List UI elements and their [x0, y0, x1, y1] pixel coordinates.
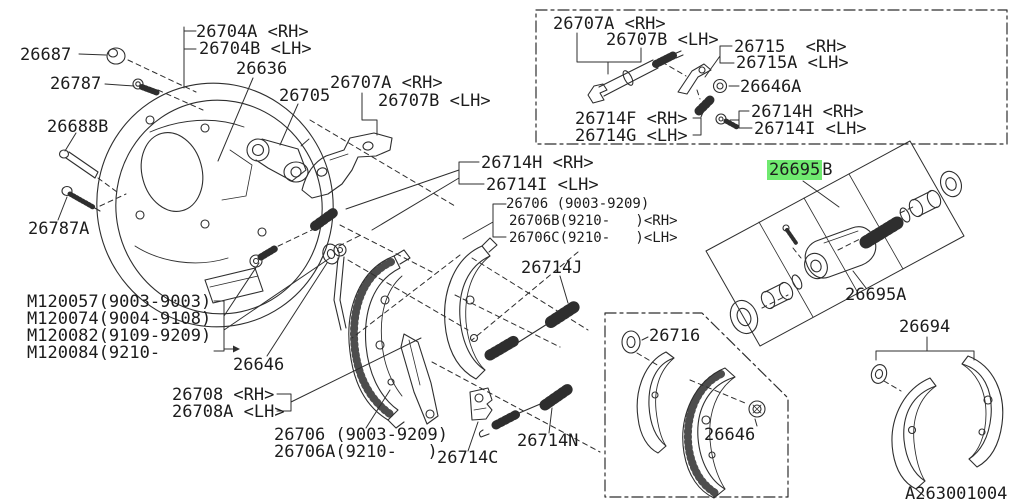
part-label-p26694: 26694 [899, 317, 951, 337]
grommet-26694 [870, 364, 888, 384]
parking-lever-26708 [400, 333, 439, 425]
return-springs [478, 301, 580, 438]
part-label-p26695A: 26695A [845, 285, 907, 305]
part-label-p26706B: 26706B(9210- )<RH> [509, 213, 678, 229]
brake-shoe-b [444, 237, 498, 380]
part-label-b26646A: 26646A [740, 77, 802, 97]
part-label-b26714G: 26714G <LH> [575, 126, 688, 146]
part-label-p26714I: 26714I <LH> [486, 175, 599, 195]
brake-shoe-a [348, 249, 411, 429]
part-label-p26714J: 26714J [521, 258, 583, 278]
part-label-p26714H: 26714H <RH> [481, 153, 594, 173]
strut-26707 [301, 132, 393, 199]
part-label-p26714C: 26714C [437, 448, 499, 468]
part-label-p26688B: 26688B [47, 117, 109, 137]
part-label-p26714N: 26714N [517, 431, 579, 451]
part-label-p26787A: 26787A [28, 219, 90, 239]
bolt-26787 [132, 78, 161, 96]
shoe-pivot-parts [333, 243, 347, 331]
shoe-26694-left [891, 377, 937, 497]
box-shoe-right [682, 367, 736, 499]
part-label-pDRAWNO: A263001004 [905, 484, 1008, 503]
arrow-head [233, 345, 240, 353]
part-label-b26714F: 26714F <RH> [575, 109, 688, 129]
cylinder-kit-outline [705, 140, 965, 347]
part-label-p26704A: 26704A <RH> [196, 22, 309, 42]
part-label-p26787: 26787 [50, 74, 102, 94]
part-label-p26707A: 26707A <RH> [330, 73, 443, 93]
group-box-shoe-kit [604, 312, 789, 498]
part-label-b26715: 26715 <RH> [734, 37, 847, 57]
lever-spring [694, 95, 715, 116]
group-box-adjuster [535, 9, 1008, 145]
assembly-dashed-lines [97, 59, 916, 453]
part-label-p26704B: 26704B <LH> [199, 39, 312, 59]
part-label-p26646X: 26646 [704, 425, 756, 445]
part-label-p26636: 26636 [236, 59, 288, 79]
part-label-pM120082: M120082(9109-9209) [27, 326, 212, 346]
part-label-b26714I: 26714I <LH> [754, 119, 867, 139]
part-label-p26646L: 26646 [233, 355, 285, 375]
screw-26787A [61, 185, 101, 212]
part-label-b26714H: 26714H <RH> [751, 102, 864, 122]
part-number-suffix: B [822, 160, 833, 180]
nut-26646A [712, 78, 728, 94]
adjuster-block-26714C [469, 387, 493, 421]
part-label-p26706C: 26706C(9210- )<LH> [509, 230, 678, 246]
leader-lines [57, 26, 975, 452]
part-label-p26687: 26687 [20, 45, 72, 65]
grommet-26716 [621, 330, 641, 354]
adjuster-assembly [587, 50, 684, 104]
part-label-p26708: 26708 <RH> [172, 385, 275, 405]
cylinder-kit-parts [729, 170, 963, 335]
plug-26687 [106, 47, 126, 65]
bolt-M120 [249, 244, 280, 268]
adjuster-lever [677, 63, 712, 95]
part-label-pM120084: M120084(9210- [27, 343, 161, 363]
part-label-p26707B: 26707B <LH> [378, 91, 491, 111]
part-label-p26708A: 26708A <LH> [172, 402, 285, 422]
nut-26646-box [748, 400, 766, 418]
shoe-26694-right [961, 355, 1004, 468]
part-label-pM120074: M120074(9004-9108) [27, 309, 212, 329]
strut-spring [310, 208, 338, 231]
pin-26688B [58, 149, 99, 179]
highlighted-part-number: 26695 [767, 160, 823, 180]
part-label-b26715A: 26715A <LH> [736, 53, 849, 73]
bolt-26714H [715, 113, 740, 130]
part-label-b26707A: 26707A <RH> [553, 14, 666, 34]
part-label-p26716: 26716 [649, 326, 701, 346]
part-label-p26705: 26705 [279, 86, 331, 106]
part-label-p26706A: 26706A(9210- ) [274, 442, 438, 462]
part-label-b26707B: 26707B <LH> [606, 30, 719, 50]
part-label-p26706b: 26706 (9003-9209) [274, 425, 448, 445]
box-shoe-left [636, 351, 675, 454]
part-label-pM120057: M120057(9003-9003) [27, 292, 212, 312]
part-label-p26706m: 26706 (9003-9209) [506, 196, 650, 212]
backing-plate [96, 82, 334, 328]
